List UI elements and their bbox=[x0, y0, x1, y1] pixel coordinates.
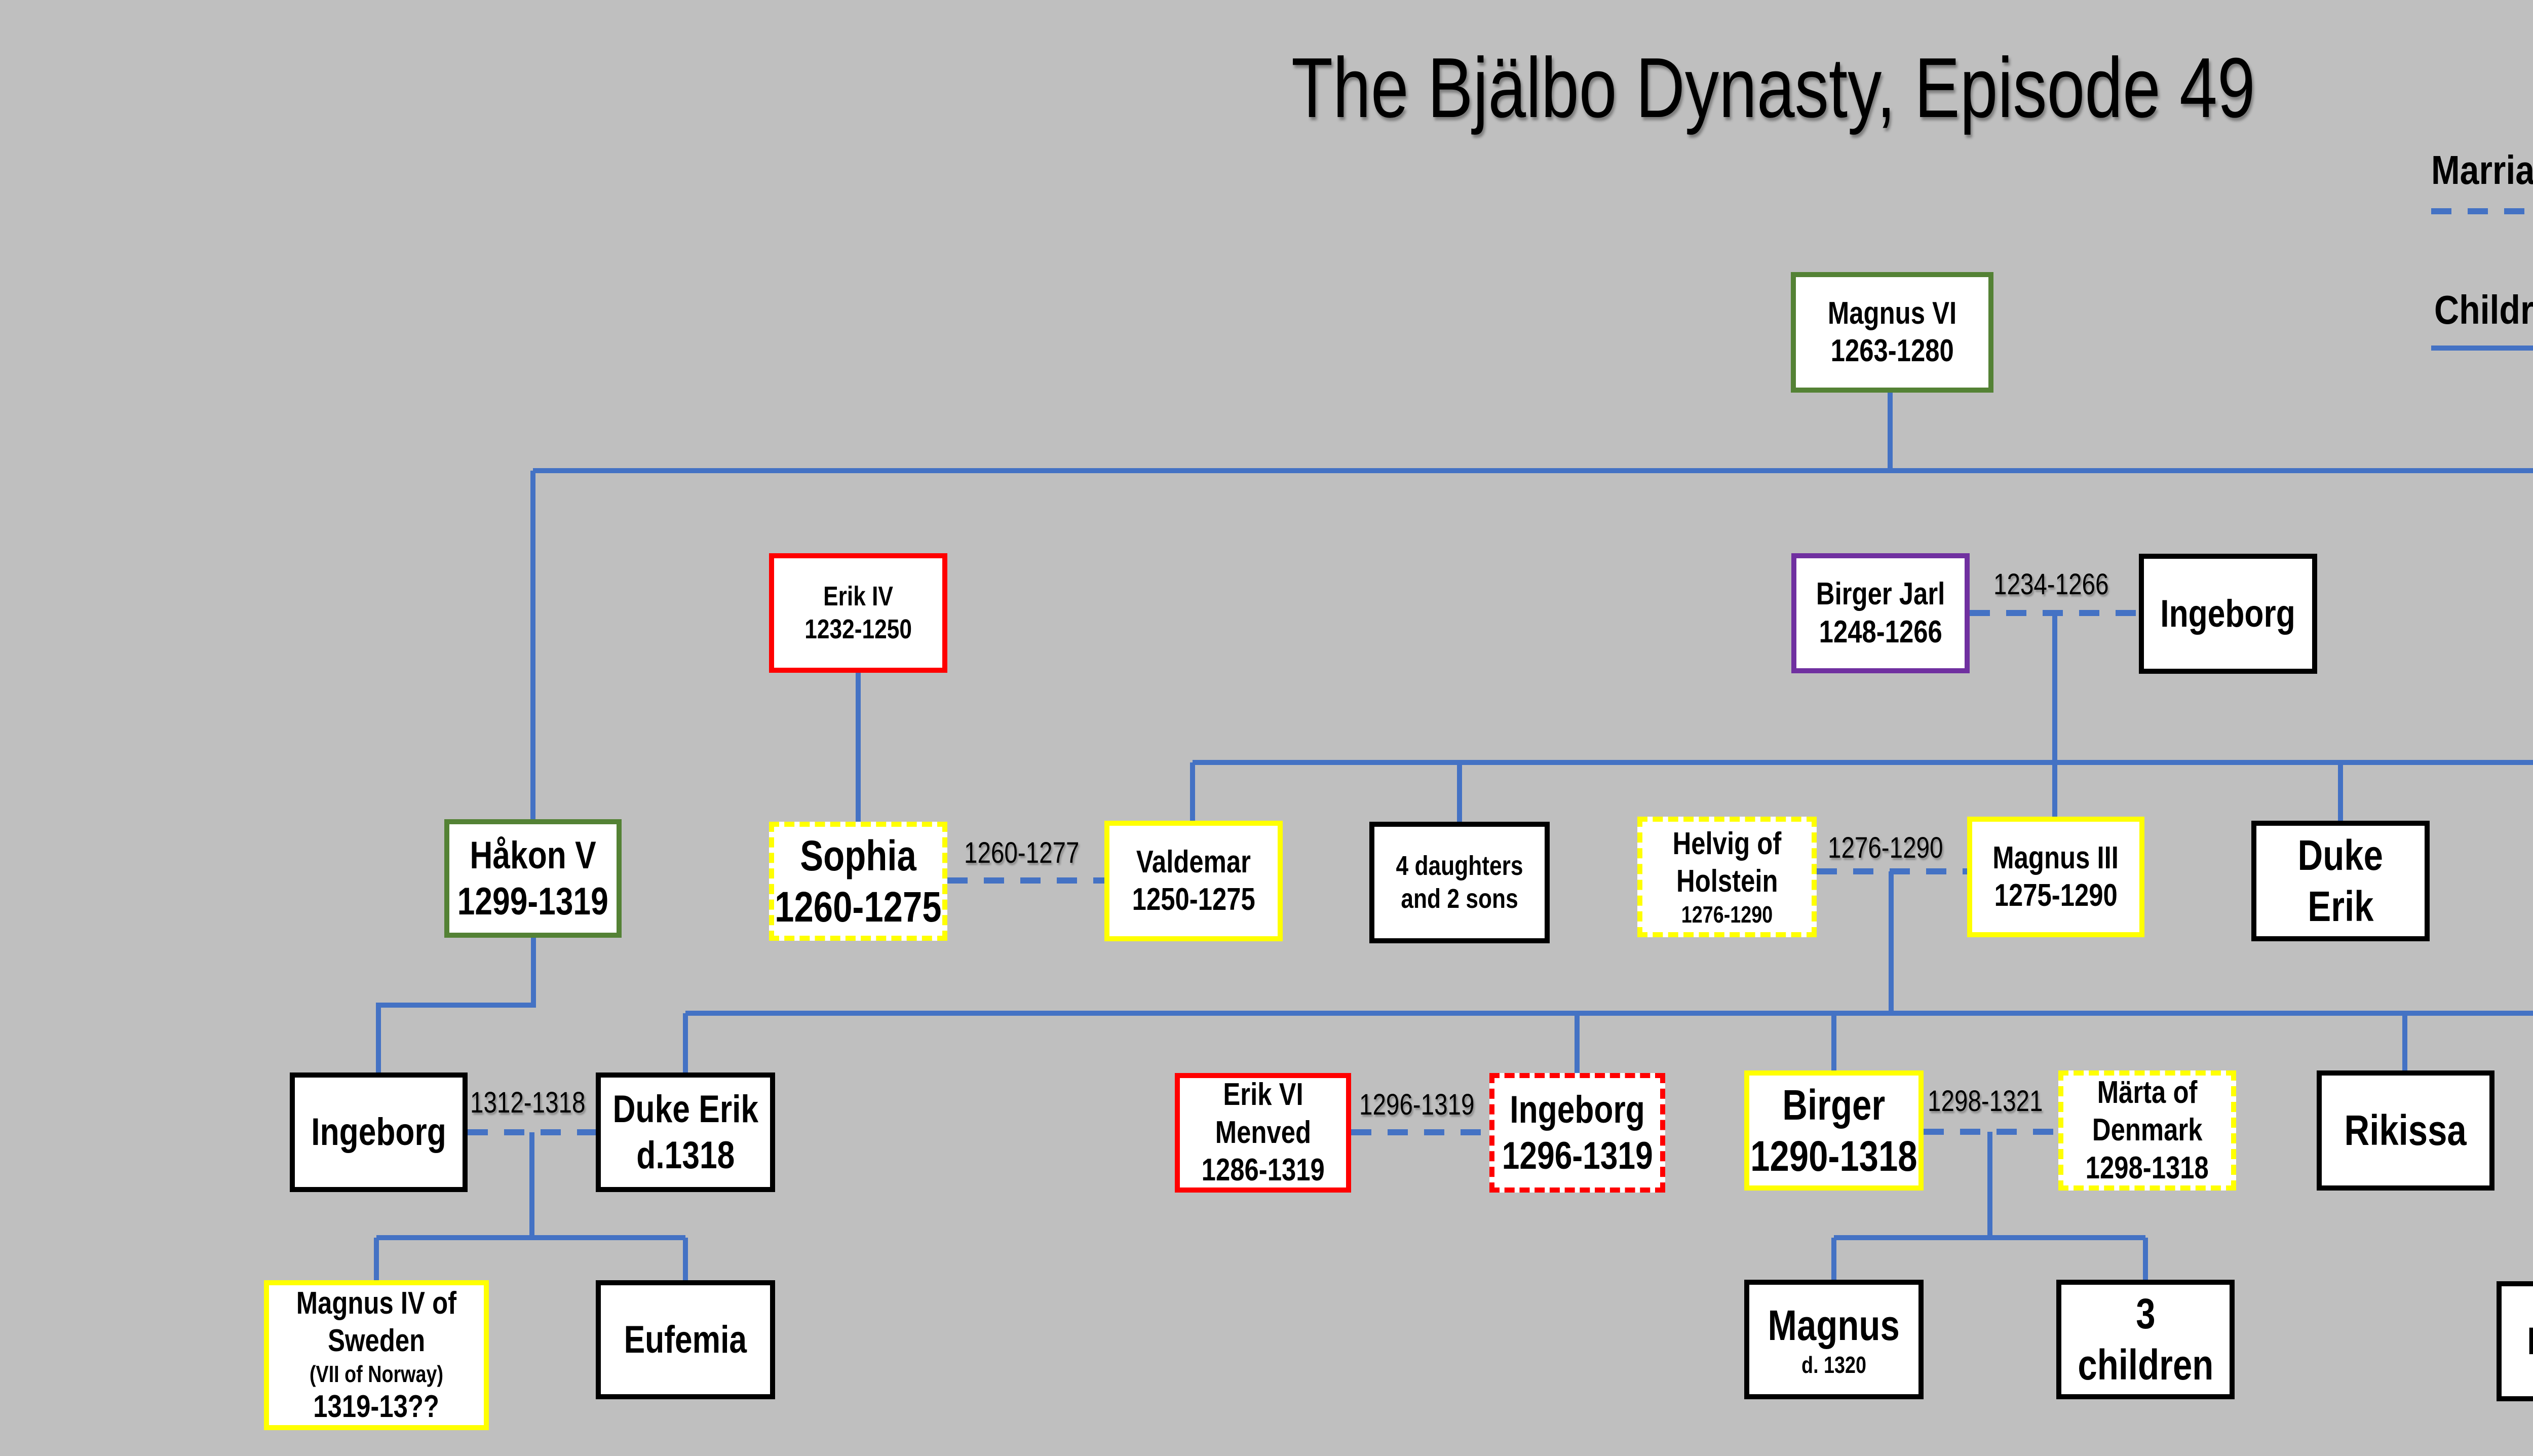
box-text: 1260-1275 bbox=[775, 883, 942, 931]
box-text: 1290-1318 bbox=[1750, 1132, 1917, 1180]
marriage-dates-m-birger-marta: 1298-1321 bbox=[1928, 1085, 2043, 1118]
box-text: 1298-1318 bbox=[2085, 1150, 2209, 1185]
children-line-ingeborg-dukeerik bbox=[374, 1132, 688, 1280]
box-text: Magnus bbox=[1768, 1301, 1900, 1349]
box-text: 1263-1280 bbox=[1830, 333, 1954, 368]
marriage-dates-m-birgerjarl-ingeborg: 1234-1266 bbox=[1993, 568, 2109, 601]
person-box-ingeborg-b: Ingeborg bbox=[290, 1072, 468, 1192]
box-text: Kristina bbox=[2527, 1318, 2533, 1364]
marriage-dates-m-sophia-valdemar: 1260-1277 bbox=[964, 836, 1080, 869]
box-text: Erik IV bbox=[823, 581, 893, 612]
box-text: Magnus VI bbox=[1827, 295, 1957, 331]
person-box-eufemia: Eufemia bbox=[596, 1280, 775, 1399]
children-line-hakon-v bbox=[376, 938, 536, 1072]
children-line-birger-jarl bbox=[1190, 613, 2533, 822]
box-text: Erik bbox=[2307, 883, 2374, 930]
box-text: Erik VI bbox=[1222, 1077, 1303, 1113]
box-text: Menved bbox=[1215, 1115, 1311, 1150]
box-text: 1276-1290 bbox=[1681, 901, 1773, 928]
legend-marriage-label: Marriage bbox=[2431, 147, 2533, 193]
person-box-ingeborg-a: Ingeborg bbox=[2139, 554, 2317, 674]
page-title: The Bjälbo Dynasty, Episode 49 bbox=[1291, 40, 2255, 135]
box-text: Birger Jarl bbox=[1816, 577, 1945, 612]
box-text: Magnus III bbox=[1992, 840, 2119, 875]
box-text: Valdemar bbox=[1136, 844, 1251, 879]
marriage-dates-m-erikvi-ingeborg: 1296-1319 bbox=[1359, 1088, 1475, 1121]
box-text: 1232-1250 bbox=[804, 614, 912, 644]
marriage-dates-m-helvig-magnusiii: 1276-1290 bbox=[1828, 831, 1943, 864]
legend-children-label: Children bbox=[2434, 287, 2533, 332]
box-text: 1286-1319 bbox=[1201, 1153, 1325, 1188]
box-text: Denmark bbox=[2092, 1113, 2203, 1148]
box-text: Magnus IV of bbox=[296, 1285, 457, 1321]
box-text: 1299-1319 bbox=[457, 880, 609, 923]
person-box-rikissa: Rikissa bbox=[2317, 1070, 2494, 1191]
marriage-dates-m-ingeborg-dukeerik: 1312-1318 bbox=[470, 1086, 586, 1119]
box-text: Rikissa bbox=[2344, 1106, 2467, 1155]
box-text: Håkon V bbox=[470, 833, 596, 877]
box-text: Sophia bbox=[800, 831, 916, 879]
box-text: (VII of Norway) bbox=[309, 1360, 444, 1387]
box-text: children bbox=[2078, 1341, 2213, 1389]
person-box-kristina: Kristina bbox=[2497, 1281, 2533, 1401]
box-text: 1319-13?? bbox=[313, 1389, 440, 1424]
children-line-magnus-vi bbox=[530, 393, 2533, 819]
box-text: Ingeborg bbox=[2160, 592, 2296, 635]
children-line-magnus-iii bbox=[683, 871, 2533, 1073]
box-text: and 2 sons bbox=[1401, 884, 1518, 914]
box-text: Märta of bbox=[2097, 1075, 2198, 1110]
box-text: 1275-1290 bbox=[1994, 878, 2118, 913]
box-text: Ingeborg bbox=[311, 1110, 446, 1154]
box-text: Helvig of bbox=[1672, 826, 1782, 862]
box-text: 1296-1319 bbox=[1502, 1134, 1653, 1177]
box-text: Eufemia bbox=[624, 1318, 747, 1361]
box-text: 3 bbox=[2135, 1290, 2156, 1338]
box-text: 4 daughters bbox=[1396, 851, 1523, 882]
box-text: Holstein bbox=[1676, 864, 1778, 899]
box-text: d. 1320 bbox=[1801, 1351, 1866, 1378]
box-text: Sweden bbox=[327, 1323, 426, 1359]
children-line-birger-marta bbox=[1831, 1132, 2148, 1280]
box-text: Duke Erik bbox=[612, 1087, 758, 1131]
box-text: 1248-1266 bbox=[1819, 614, 1942, 649]
box-text: d.1318 bbox=[636, 1134, 735, 1177]
box-text: Duke bbox=[2297, 831, 2384, 879]
box-text: Birger bbox=[1782, 1081, 1886, 1129]
box-text: Ingeborg bbox=[1510, 1088, 1645, 1131]
box-text: 1250-1275 bbox=[1132, 882, 1255, 917]
